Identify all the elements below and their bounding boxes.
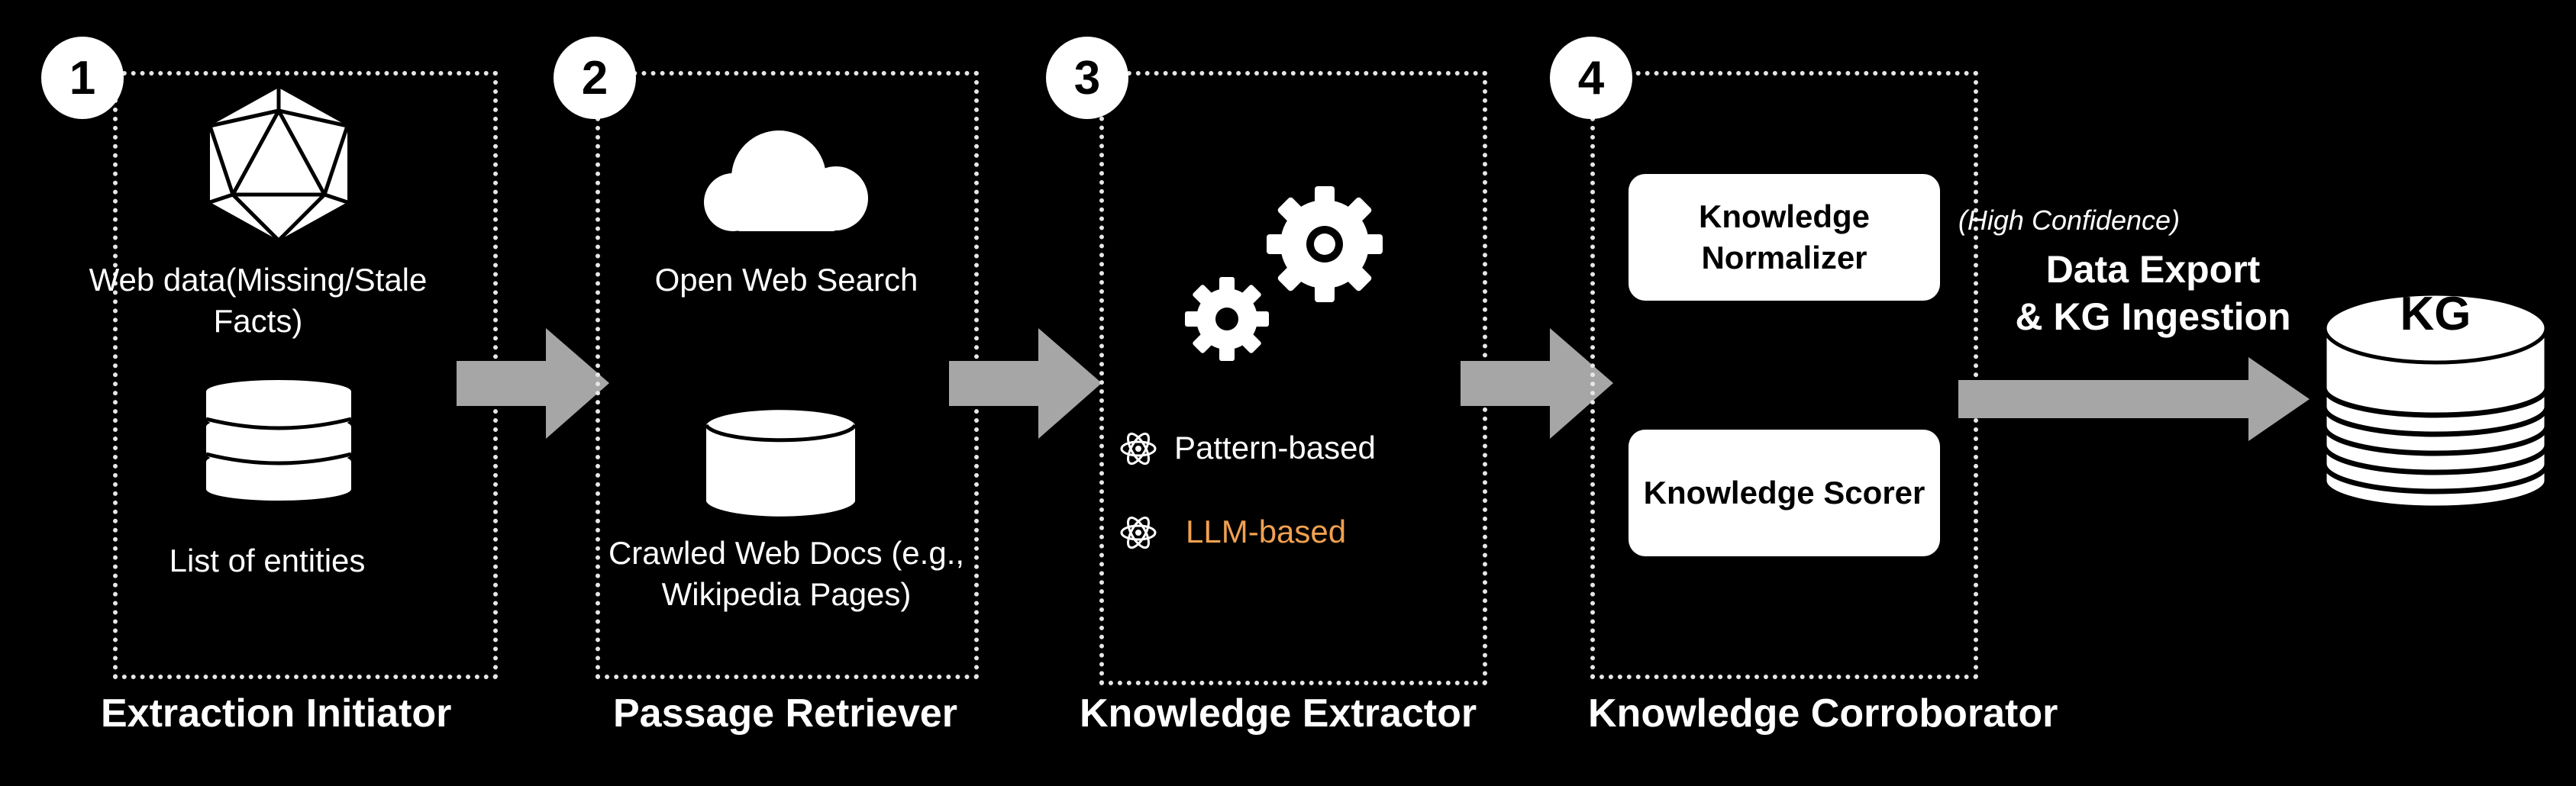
arrow-right-icon [1958, 357, 2310, 441]
knowledge-normalizer-box: Knowledge Normalizer [1629, 174, 1940, 301]
stage-4-title: Knowledge Corroborator [1588, 691, 2058, 736]
stage-1-number-badge: 1 [41, 37, 124, 119]
export-label-line1: Data Export [2045, 248, 2261, 291]
atom-icon [1120, 516, 1157, 549]
stage-4-number-badge: 4 [1550, 37, 1632, 119]
knowledge-scorer-box: Knowledge Scorer [1629, 430, 1940, 556]
stage-2-title: Passage Retriever [613, 691, 957, 736]
stage-2-item-crawled-web-docs: Crawled Web Docs (e.g., Wikipedia Pages) [608, 535, 965, 612]
stage-2-number-badge: 2 [554, 37, 636, 119]
stage-3-item-pattern-based: Pattern-based [1174, 430, 1376, 465]
kg-label: KG [2400, 288, 2471, 340]
stage-2-item-open-web-search: Open Web Search [654, 262, 918, 298]
gears-icon [1185, 186, 1383, 361]
database-icon [205, 380, 352, 501]
stage-3-title: Knowledge Extractor [1080, 691, 1477, 736]
stage-3-box [1099, 71, 1487, 685]
arrow-right-icon [949, 328, 1102, 439]
cloud-icon [704, 130, 868, 231]
stage-1-item-web-data: Web data(Missing/Stale Facts) [89, 262, 428, 339]
export-label-line2: & KG Ingestion [2015, 295, 2291, 338]
stage-1-title: Extraction Initiator [101, 691, 452, 736]
arrow-right-icon [1461, 328, 1613, 439]
export-confidence-note: (High Confidence) [1958, 205, 2181, 236]
database-icon [704, 410, 857, 517]
kg-database-icon [2323, 292, 2549, 510]
atom-icon [1120, 432, 1157, 465]
arrow-right-icon [457, 328, 609, 439]
stage-3-number-badge: 3 [1046, 37, 1128, 119]
icosahedron-icon [208, 88, 350, 242]
stage-4-box [1590, 71, 1978, 679]
stage-1-item-list-of-entities: List of entities [169, 543, 366, 578]
stage-3-item-llm-based: LLM-based [1186, 514, 1347, 549]
